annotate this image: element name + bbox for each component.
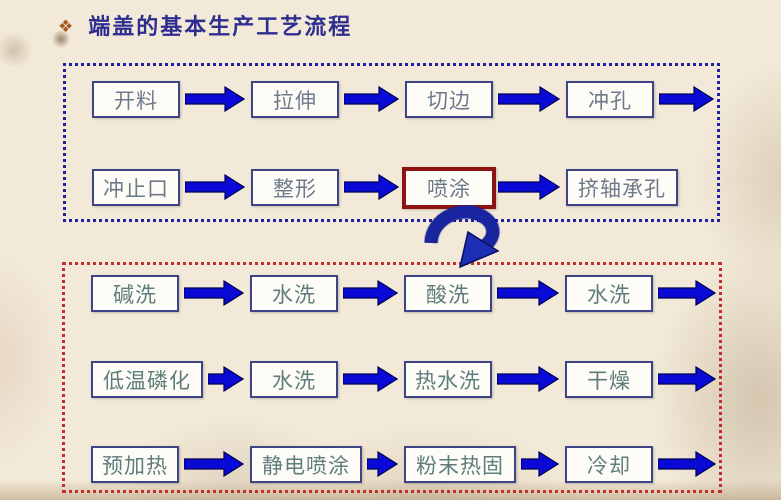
page-title: 端盖的基本生产工艺流程 <box>88 14 353 39</box>
process-step-label: 粉末热固 <box>416 454 504 478</box>
flow-arrow-icon <box>184 280 244 306</box>
flow-arrow-icon <box>521 451 559 477</box>
curved-down-arrow-icon <box>423 204 506 278</box>
process-step-box-highlighted: 喷涂 <box>402 167 496 209</box>
process-step-box: 水洗 <box>250 361 338 398</box>
section-surface-treatment: 碱洗水洗酸洗水洗低温磷化水洗热水洗干燥预加热静电喷涂粉末热固冷却 <box>62 262 722 493</box>
process-step-label: 开料 <box>114 89 158 113</box>
process-step-label: 整形 <box>273 177 317 201</box>
process-step-box: 静电喷涂 <box>250 446 362 483</box>
process-step-label: 冲止口 <box>103 177 169 201</box>
flow-arrow-icon <box>208 366 244 392</box>
process-step-label: 酸洗 <box>426 283 470 307</box>
process-step-label: 冲孔 <box>588 89 632 113</box>
flow-arrow-icon <box>185 174 245 200</box>
process-step-box: 切边 <box>405 81 493 118</box>
process-step-label: 水洗 <box>272 283 316 307</box>
flow-arrow-icon <box>184 451 244 477</box>
process-step-label: 喷涂 <box>427 178 471 201</box>
process-step-label: 低温磷化 <box>103 369 191 393</box>
process-step-box: 热水洗 <box>404 361 492 398</box>
process-step-box: 干燥 <box>565 361 653 398</box>
process-step-label: 碱洗 <box>113 283 157 307</box>
flow-arrow-icon <box>343 366 398 392</box>
process-step-label: 冷却 <box>587 454 631 478</box>
process-step-label: 干燥 <box>587 369 631 393</box>
process-step-box: 挤轴承孔 <box>566 169 678 206</box>
process-step-label: 热水洗 <box>415 369 481 393</box>
flow-arrow-icon <box>185 86 245 112</box>
process-step-label: 切边 <box>427 89 471 113</box>
process-step-box: 粉末热固 <box>404 446 516 483</box>
process-step-label: 预加热 <box>102 454 168 478</box>
flow-arrow-icon <box>658 366 716 392</box>
process-step-box: 开料 <box>92 81 180 118</box>
process-step-box: 冲止口 <box>92 169 180 206</box>
flow-arrow-icon <box>344 174 399 200</box>
slide-title: ❖ 端盖的基本生产工艺流程 <box>58 9 352 41</box>
flow-arrow-icon <box>497 366 559 392</box>
section-stamping-forming: 开料 拉伸 切边 冲孔冲止口 整形 喷涂 挤轴承孔 <box>63 63 720 222</box>
process-step-label: 挤轴承孔 <box>578 177 666 201</box>
flow-arrow-icon <box>658 280 716 306</box>
process-step-box: 冲孔 <box>566 81 654 118</box>
flow-arrow-icon <box>659 86 714 112</box>
process-step-label: 拉伸 <box>273 89 317 113</box>
process-step-box: 预加热 <box>91 446 179 483</box>
process-step-box: 水洗 <box>565 275 653 312</box>
flow-arrow-icon <box>497 280 559 306</box>
process-step-label: 静电喷涂 <box>262 454 350 478</box>
process-step-box: 冷却 <box>565 446 653 483</box>
process-step-box: 碱洗 <box>91 275 179 312</box>
process-step-box: 拉伸 <box>251 81 339 118</box>
flow-arrow-icon <box>344 86 399 112</box>
process-step-box: 低温磷化 <box>91 361 203 398</box>
diamond-bullet-icon: ❖ <box>58 16 74 36</box>
flow-arrow-icon <box>367 451 398 477</box>
flow-arrow-icon <box>658 451 716 477</box>
process-step-label: 水洗 <box>587 283 631 307</box>
process-step-box: 酸洗 <box>404 275 492 312</box>
process-step-label: 水洗 <box>272 369 316 393</box>
flow-arrow-icon <box>498 86 560 112</box>
flow-arrow-icon <box>498 174 560 200</box>
process-step-box: 水洗 <box>250 275 338 312</box>
process-step-box: 整形 <box>251 169 339 206</box>
flow-arrow-icon <box>343 280 398 306</box>
